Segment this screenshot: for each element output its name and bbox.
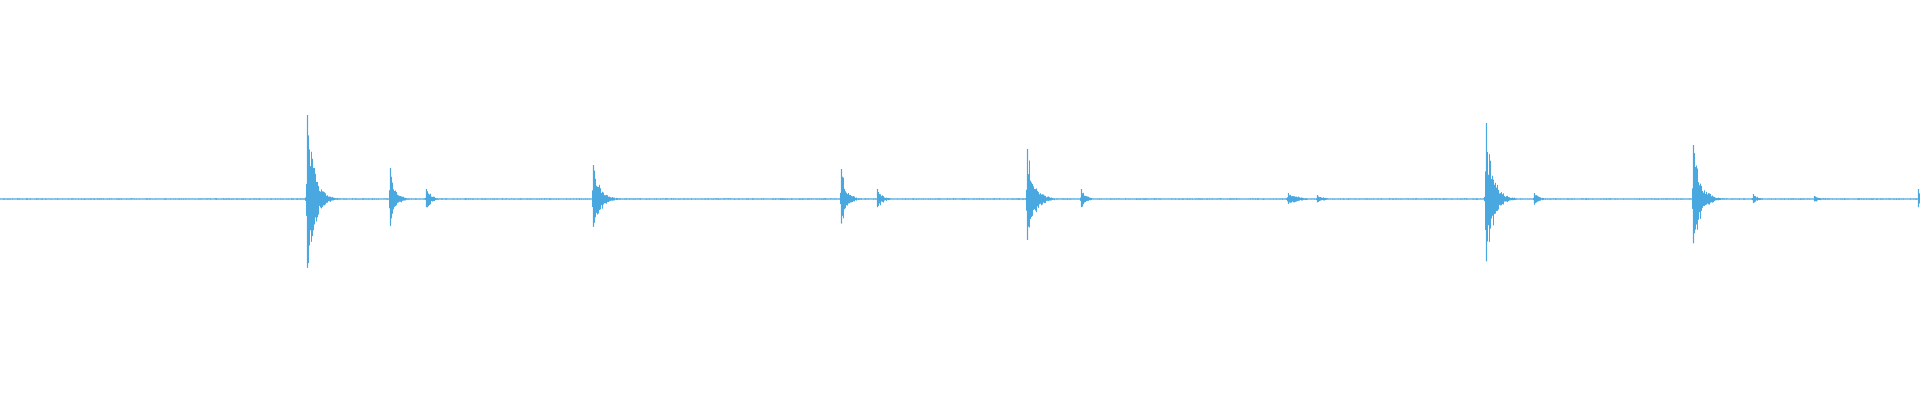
waveform-track: [0, 115, 1920, 268]
waveform-samples: [0, 135, 1920, 264]
